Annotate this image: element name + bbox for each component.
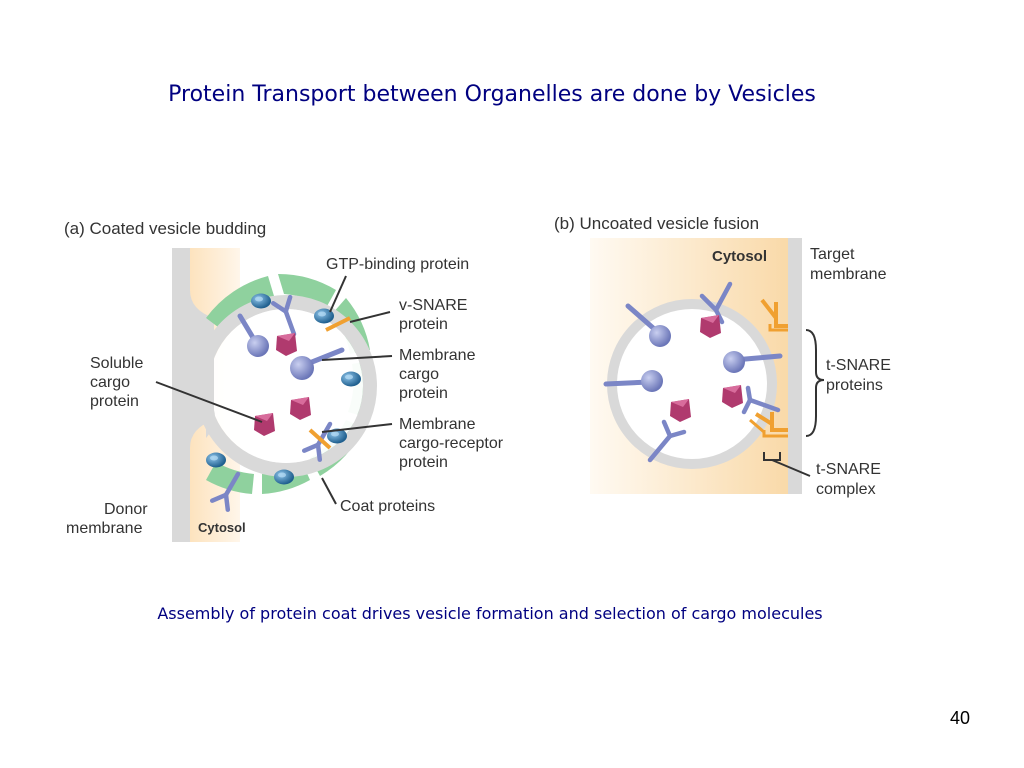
label-tsnare-proteins: t-SNARE proteins (826, 357, 895, 394)
v-snare-1 (325, 316, 351, 332)
label-cytosol-b: Cytosol (712, 248, 767, 265)
leader-coat-proteins (321, 477, 337, 505)
label-target-membrane: Target membrane (810, 246, 887, 283)
panel-a-coated-vesicle-budding: (a) Coated vesicle budding (64, 219, 508, 542)
membrane-cargo-protein-2 (290, 347, 345, 380)
leader-gtp (329, 275, 347, 313)
label-donor-membrane: Donor membrane (66, 501, 152, 537)
gtp-binding-protein-3 (341, 371, 361, 387)
label-tsnare-complex: t-SNARE complex (816, 461, 885, 498)
v-snare-2 (308, 428, 332, 450)
vesicle-cargo-protein-2 (603, 370, 663, 392)
tsnare-proteins-brace (805, 329, 825, 437)
leader-vsnare (349, 311, 391, 323)
t-snare-2 (749, 412, 788, 438)
vesicle-cargo-protein-1 (625, 303, 671, 347)
gtp-binding-protein-1 (251, 293, 271, 309)
target-membrane-slab (788, 238, 802, 494)
gtp-binding-protein-6 (206, 452, 226, 468)
slide-title: Protein Transport between Organelles are… (168, 82, 816, 107)
leader-tsnare-complex (771, 459, 811, 477)
gtp-binding-protein-5 (274, 469, 294, 485)
leader-cargo-receptor (321, 423, 393, 433)
label-gtp-binding-protein: GTP-binding protein (326, 256, 469, 273)
leader-membrane-cargo (321, 355, 393, 361)
label-soluble-cargo-protein: Soluble cargo protein (90, 355, 148, 410)
label-cytosol-a: Cytosol (198, 520, 246, 535)
bud-neck (206, 318, 215, 438)
panel-b-heading: (b) Uncoated vesicle fusion (554, 214, 759, 233)
label-membrane-cargo-protein: Membrane cargo protein (399, 347, 480, 402)
vesicle-receptor-2 (647, 419, 687, 463)
slide-caption: Assembly of protein coat drives vesicle … (157, 604, 823, 623)
label-coat-proteins: Coat proteins (340, 498, 435, 515)
panel-b-uncoated-vesicle-fusion: (b) Uncoated vesicle fusion (554, 214, 895, 498)
page-number: 40 (949, 708, 970, 728)
vesicle-cargo-protein-3 (723, 351, 783, 373)
panel-a-heading: (a) Coated vesicle budding (64, 219, 266, 238)
t-snare-1 (760, 298, 788, 332)
label-v-snare-protein: v-SNARE protein (399, 297, 472, 333)
leader-soluble-cargo (155, 381, 263, 423)
vesicle-receptor-3 (741, 385, 781, 415)
label-membrane-cargo-receptor-protein: Membrane cargo-receptor protein (399, 416, 508, 471)
